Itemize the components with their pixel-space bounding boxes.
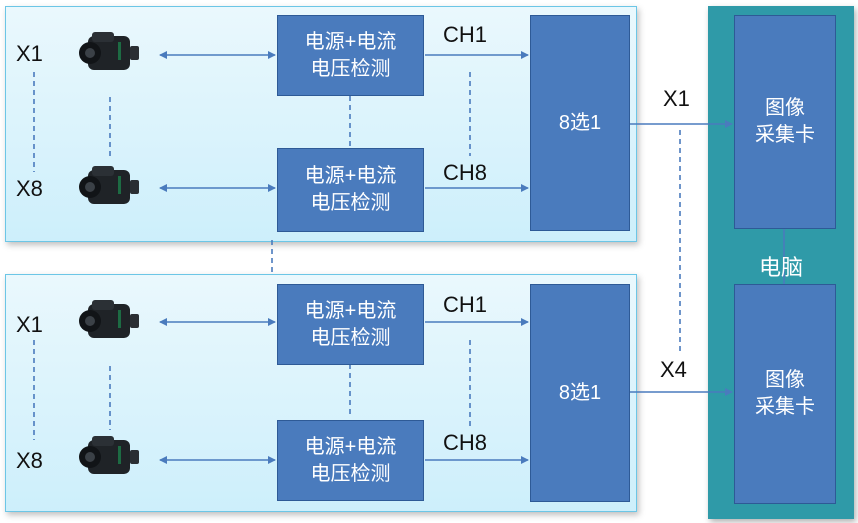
channel-label-ch8: CH8: [443, 430, 488, 455]
channel-label-ch1: CH1: [443, 292, 488, 317]
channel-label-ch8: CH8: [443, 160, 488, 185]
camera-icon: [79, 436, 139, 474]
capture-card: 图像 采集卡: [734, 284, 836, 504]
mux-block: 8选1: [530, 284, 630, 502]
capture-card: 图像 采集卡: [734, 15, 836, 229]
output-label-x1: X1: [663, 86, 690, 111]
camera-label-x1: X1: [16, 312, 43, 337]
mux-block: 8选1: [530, 15, 630, 231]
detect-block: 电源+电流 电压检测: [277, 420, 424, 501]
camera-label-x1: X1: [16, 41, 43, 66]
camera-icon: [79, 166, 139, 204]
camera-label-x8: X8: [16, 176, 43, 201]
camera-label-x8: X8: [16, 448, 43, 473]
channel-label-ch1: CH1: [443, 22, 488, 47]
camera-icon: [79, 300, 139, 338]
camera-icon: [79, 32, 139, 70]
detect-block: 电源+电流 电压检测: [277, 284, 424, 365]
detect-block: 电源+电流 电压检测: [277, 15, 424, 96]
computer-label: 电脑: [759, 255, 804, 280]
output-label-x4: X4: [660, 357, 687, 382]
detect-block: 电源+电流 电压检测: [277, 148, 424, 232]
